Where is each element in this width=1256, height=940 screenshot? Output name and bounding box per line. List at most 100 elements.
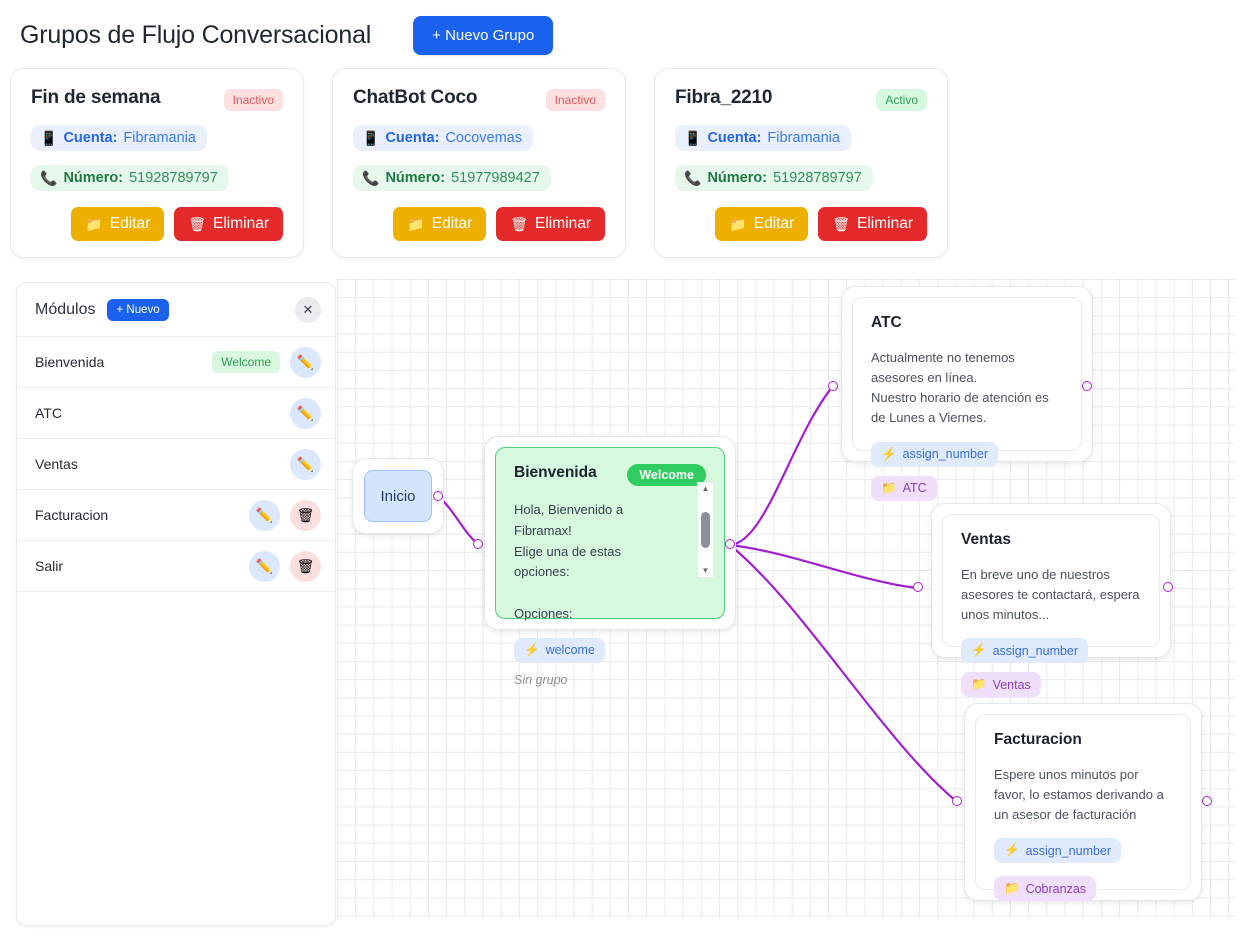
group-card[interactable]: ChatBot Coco Inactivo 📱 Cuenta: Cocovema…	[332, 68, 626, 258]
tag-action[interactable]: ⚡ assign_number	[871, 441, 999, 467]
handle-atc-target[interactable]	[828, 381, 838, 391]
delete-group-button[interactable]: 🗑 Eliminar	[174, 207, 283, 241]
account-chip: 📱 Cuenta: Fibramania	[675, 125, 851, 151]
tag-action[interactable]: ⚡ welcome	[514, 637, 605, 663]
edit-group-button[interactable]: 📁 Editar	[71, 207, 165, 241]
handle-bienvenida-target[interactable]	[473, 539, 483, 549]
tag-action[interactable]: ⚡ assign_number	[994, 838, 1122, 864]
edge-bienvenida-atc	[729, 385, 834, 547]
flow-node-body: Hola, Bienvenido a Fibramax! Elige una d…	[514, 502, 624, 621]
group-account-line: 📱 Cuenta: Cocovemas	[353, 125, 605, 151]
handle-facturacion-source[interactable]	[1202, 796, 1212, 806]
handle-bienvenida-source[interactable]	[725, 539, 735, 549]
module-badge: Welcome	[212, 351, 280, 373]
edit-group-button[interactable]: 📁 Editar	[715, 207, 809, 241]
tag-label: assign_number	[902, 447, 989, 462]
module-row-atc[interactable]: ATC ✏️	[17, 388, 335, 439]
number-chip: 📞 Número: 51977989427	[353, 165, 551, 191]
trash-icon: 🗑	[510, 216, 529, 232]
pencil-icon[interactable]: ✏️	[290, 397, 321, 429]
tag-label: assign_number	[992, 643, 1079, 658]
flow-node-facturacion-inner: Facturacion Espere unos minutos por favo…	[975, 714, 1191, 902]
module-name: Bienvenida	[35, 354, 105, 370]
tag-action[interactable]: ⚡ assign_number	[961, 638, 1089, 664]
delete-group-button[interactable]: 🗑 Eliminar	[496, 207, 605, 241]
flow-node-tags: ⚡ assign_number 📁 ATC	[871, 441, 1063, 501]
delete-group-button[interactable]: 🗑 Eliminar	[818, 207, 927, 241]
pencil-icon[interactable]: ✏️	[290, 346, 321, 378]
new-module-button[interactable]: + Nuevo	[107, 298, 169, 321]
account-label: Cuenta:	[385, 130, 440, 146]
flow-canvas[interactable]: Inicio Bienvenida Welcome Hola, Bienveni…	[336, 278, 1236, 918]
tag-group[interactable]: 📁 Cobranzas	[994, 876, 1097, 902]
tag-group[interactable]: 📁 ATC	[871, 475, 937, 501]
module-name: Salir	[35, 558, 64, 574]
modules-panel-header: Módulos + Nuevo ✕	[17, 283, 335, 337]
account-chip: 📱 Cuenta: Fibramania	[31, 125, 207, 151]
flow-node-body: Actualmente no tenemos asesores en línea…	[871, 350, 1049, 426]
delete-group-label: Eliminar	[535, 215, 591, 232]
module-row-ventas[interactable]: Ventas ✏️	[17, 439, 335, 490]
handle-ventas-target[interactable]	[913, 582, 923, 592]
telephone-icon: 📞	[684, 170, 702, 186]
group-card-actions: 📁 Editar 🗑 Eliminar	[31, 207, 283, 241]
bolt-icon: ⚡	[1004, 843, 1020, 858]
bolt-icon: ⚡	[881, 446, 897, 461]
edge-bienvenida-ventas	[729, 543, 919, 590]
node-scrollbar[interactable]: ▲ ▼	[697, 482, 714, 578]
edge-inicio-bienvenida	[438, 496, 479, 545]
number-chip: 📞 Número: 51928789797	[31, 165, 229, 191]
tag-label: ATC	[902, 481, 927, 496]
pencil-icon[interactable]: ✏️	[290, 448, 321, 480]
account-chip: 📱 Cuenta: Cocovemas	[353, 125, 533, 151]
modules-title: Módulos	[35, 300, 96, 318]
flow-node-ventas[interactable]: Ventas En breve uno de nuestros asesores…	[931, 503, 1171, 698]
module-row-facturacion[interactable]: Facturacion ✏️ 🗑	[17, 490, 335, 541]
folder-icon: 📁	[729, 216, 747, 232]
flow-node-tags-second: 📁 Cobranzas	[994, 876, 1172, 902]
welcome-badge: Welcome	[627, 464, 706, 486]
status-badge: Inactivo	[545, 89, 605, 111]
group-card[interactable]: Fin de semana Inactivo 📱 Cuenta: Fibrama…	[10, 68, 304, 258]
status-badge: Activo	[876, 89, 927, 111]
module-row-bienvenida[interactable]: Bienvenida Welcome ✏️	[17, 337, 335, 388]
group-card[interactable]: Fibra_2210 Activo 📱 Cuenta: Fibramania 📞…	[654, 68, 948, 258]
group-number-line: 📞 Número: 51928789797	[675, 165, 927, 191]
account-label: Cuenta:	[63, 130, 118, 146]
handle-atc-source[interactable]	[1082, 381, 1092, 391]
pencil-icon[interactable]: ✏️	[249, 499, 280, 531]
group-name: ChatBot Coco	[353, 87, 478, 108]
group-card-header: Fin de semana Inactivo	[31, 87, 283, 111]
new-group-button[interactable]: + Nuevo Grupo	[413, 16, 554, 55]
delete-group-label: Eliminar	[857, 215, 913, 232]
flow-node-tags: ⚡ welcome	[514, 637, 706, 663]
edit-group-button[interactable]: 📁 Editar	[393, 207, 487, 241]
flow-node-atc[interactable]: ATC Actualmente no tenemos asesores en l…	[841, 286, 1093, 501]
trash-icon[interactable]: 🗑	[290, 550, 321, 582]
flow-node-ventas-inner: Ventas En breve uno de nuestros asesores…	[942, 514, 1160, 698]
flow-node-tags: ⚡ assign_number	[994, 838, 1172, 864]
number-label: Número:	[385, 170, 446, 186]
group-card-actions: 📁 Editar 🗑 Eliminar	[675, 207, 927, 241]
handle-inicio-source[interactable]	[433, 491, 443, 501]
trash-icon[interactable]: 🗑	[290, 499, 321, 531]
flow-node-title: Ventas	[961, 531, 1011, 548]
flow-node-group-note: Sin grupo	[514, 672, 568, 687]
scroll-thumb[interactable]	[701, 512, 710, 548]
handle-facturacion-target[interactable]	[952, 796, 962, 806]
flow-node-inicio[interactable]: Inicio	[352, 458, 444, 534]
edit-group-label: Editar	[753, 215, 795, 232]
scroll-down-icon[interactable]: ▼	[701, 566, 710, 575]
pencil-icon[interactable]: ✏️	[249, 550, 280, 582]
flow-node-facturacion[interactable]: Facturacion Espere unos minutos por favo…	[964, 703, 1202, 902]
scroll-up-icon[interactable]: ▲	[701, 484, 710, 493]
flow-node-bienvenida[interactable]: Bienvenida Welcome Hola, Bienvenido a Fi…	[484, 436, 736, 687]
mobile-phone-icon: 📱	[684, 130, 702, 146]
tag-label: Cobranzas	[1025, 881, 1087, 896]
tag-group[interactable]: 📁 Ventas	[961, 672, 1041, 698]
group-account-line: 📱 Cuenta: Fibramania	[675, 125, 927, 151]
close-icon[interactable]: ✕	[295, 296, 321, 323]
handle-ventas-source[interactable]	[1163, 582, 1173, 592]
module-row-salir[interactable]: Salir ✏️ 🗑	[17, 541, 335, 592]
group-account-line: 📱 Cuenta: Fibramania	[31, 125, 283, 151]
